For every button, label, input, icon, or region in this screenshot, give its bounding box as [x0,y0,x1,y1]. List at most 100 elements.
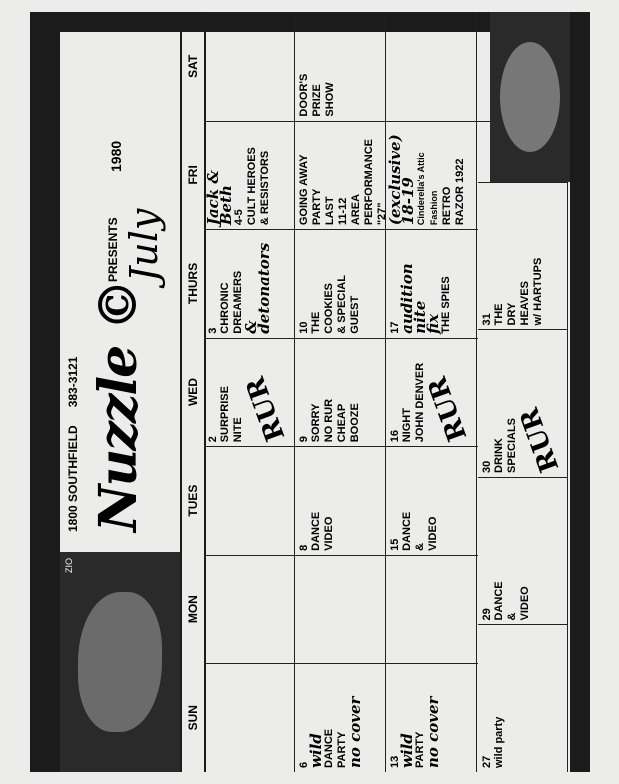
event-line: "27" [376,202,386,226]
event-line: RAZOR 1922 [454,158,466,226]
event-line: VIDEO [427,516,439,551]
calendar-cell [386,12,477,121]
event-line: SORRY [310,403,322,443]
photo-figure [78,592,162,732]
day-number: 31 [481,313,493,326]
day-number: 8 [298,544,310,551]
event-line: VIDEO [323,516,335,551]
event-line: & [506,612,518,621]
event-line: 4-5 [233,209,245,226]
venue-logo: Nuzzle © [88,280,149,532]
event-line: & [414,542,426,551]
day-number: 3 [207,327,219,334]
day-number: 15 [389,538,401,551]
event-line: Cinderella's Attic Fashion [416,152,439,226]
rotated-calendar: ZIO 1800 SOUTHFIELD 383-3121 Nuzzle © PR… [30,12,590,772]
event-line: AREA PERFORMANCE [350,138,375,226]
event-line: GUEST [349,295,361,334]
day-number: 16 [389,430,401,443]
event-line: (exclusive) 18-19 [386,134,417,226]
event-line: wild [398,733,416,768]
event-line: DANCE [323,728,335,768]
day-number: 10 [298,321,310,334]
year-label: 1980 [108,140,124,172]
logo-area: Nuzzle © PRESENTS July 1980 [88,112,178,532]
event-line: CHRONIC [219,282,231,334]
event-line: DRY [506,302,518,326]
event-line: THE [310,311,322,334]
day-number: 29 [481,608,493,621]
event-line: DOOR'S [298,73,310,117]
event-line: LAST [324,196,336,226]
weekday-sat: SAT [186,54,200,78]
event-line: CULT HEROES [246,147,258,226]
event-line: THE SPIES [440,276,452,334]
event-line: NO RUR [323,398,335,443]
weekday-header: SUN MON TUES WED THURS FRI SAT [180,12,206,772]
weekday-fri: FRI [186,165,200,185]
event-line: RUR [514,403,566,477]
event-line: RUR [240,373,292,446]
header-info: 1800 SOUTHFIELD 383-3121 [66,132,86,532]
weekday-sun: SUN [186,705,200,731]
event-line: PRIZE [311,84,323,117]
event-line: GOING AWAY [298,154,310,226]
event-line: VIDEO [519,586,531,621]
event-line: no cover [346,696,364,768]
event-line: & RESISTORS [259,150,271,226]
weekday-tues: TUES [186,484,200,517]
event-line: wild [307,733,325,768]
event-line: DANCE [493,581,505,621]
weekday-wed: WED [186,378,200,407]
event-line: COOKIES [323,282,335,334]
day-number: 30 [481,460,493,473]
event-line: CHEAP [336,403,348,443]
event-line: DANCE [310,511,322,551]
calendar-cell [386,554,477,664]
photo-label: ZIO [64,558,74,573]
weekday-mon: MON [186,595,200,624]
band-photo [490,12,570,182]
calendar-cell [204,12,295,121]
phone: 383-3121 [66,356,80,408]
bottom-band [570,12,590,772]
presents-label: PRESENTS [106,217,120,282]
event-line: PARTY [311,188,323,226]
day-number: 27 [481,755,493,768]
event-line: & SPECIAL [336,275,348,334]
event-line: w/ HARTUPS [532,257,544,326]
event-line: no cover [424,696,442,768]
event-line: fix [424,313,442,334]
event-line: RETRO [441,186,453,226]
event-line: DREAMERS [232,270,244,334]
header-photo: ZIO [60,552,180,772]
event-line: Jack & Beth [204,170,235,226]
month-title: July [122,208,166,282]
event-line: NIGHT [401,408,413,443]
event-line: SURPRISE [219,386,231,443]
event-line: BOOZE [349,403,361,443]
top-band [30,12,60,772]
event-line: DRINK [493,438,505,473]
calendar-cell [295,554,386,664]
event-line: THE [493,303,505,326]
event-line: 11-12 [337,197,349,226]
weekday-thurs: THURS [186,262,200,305]
event-line: wild party [493,716,505,768]
day-number: 2 [207,436,219,443]
